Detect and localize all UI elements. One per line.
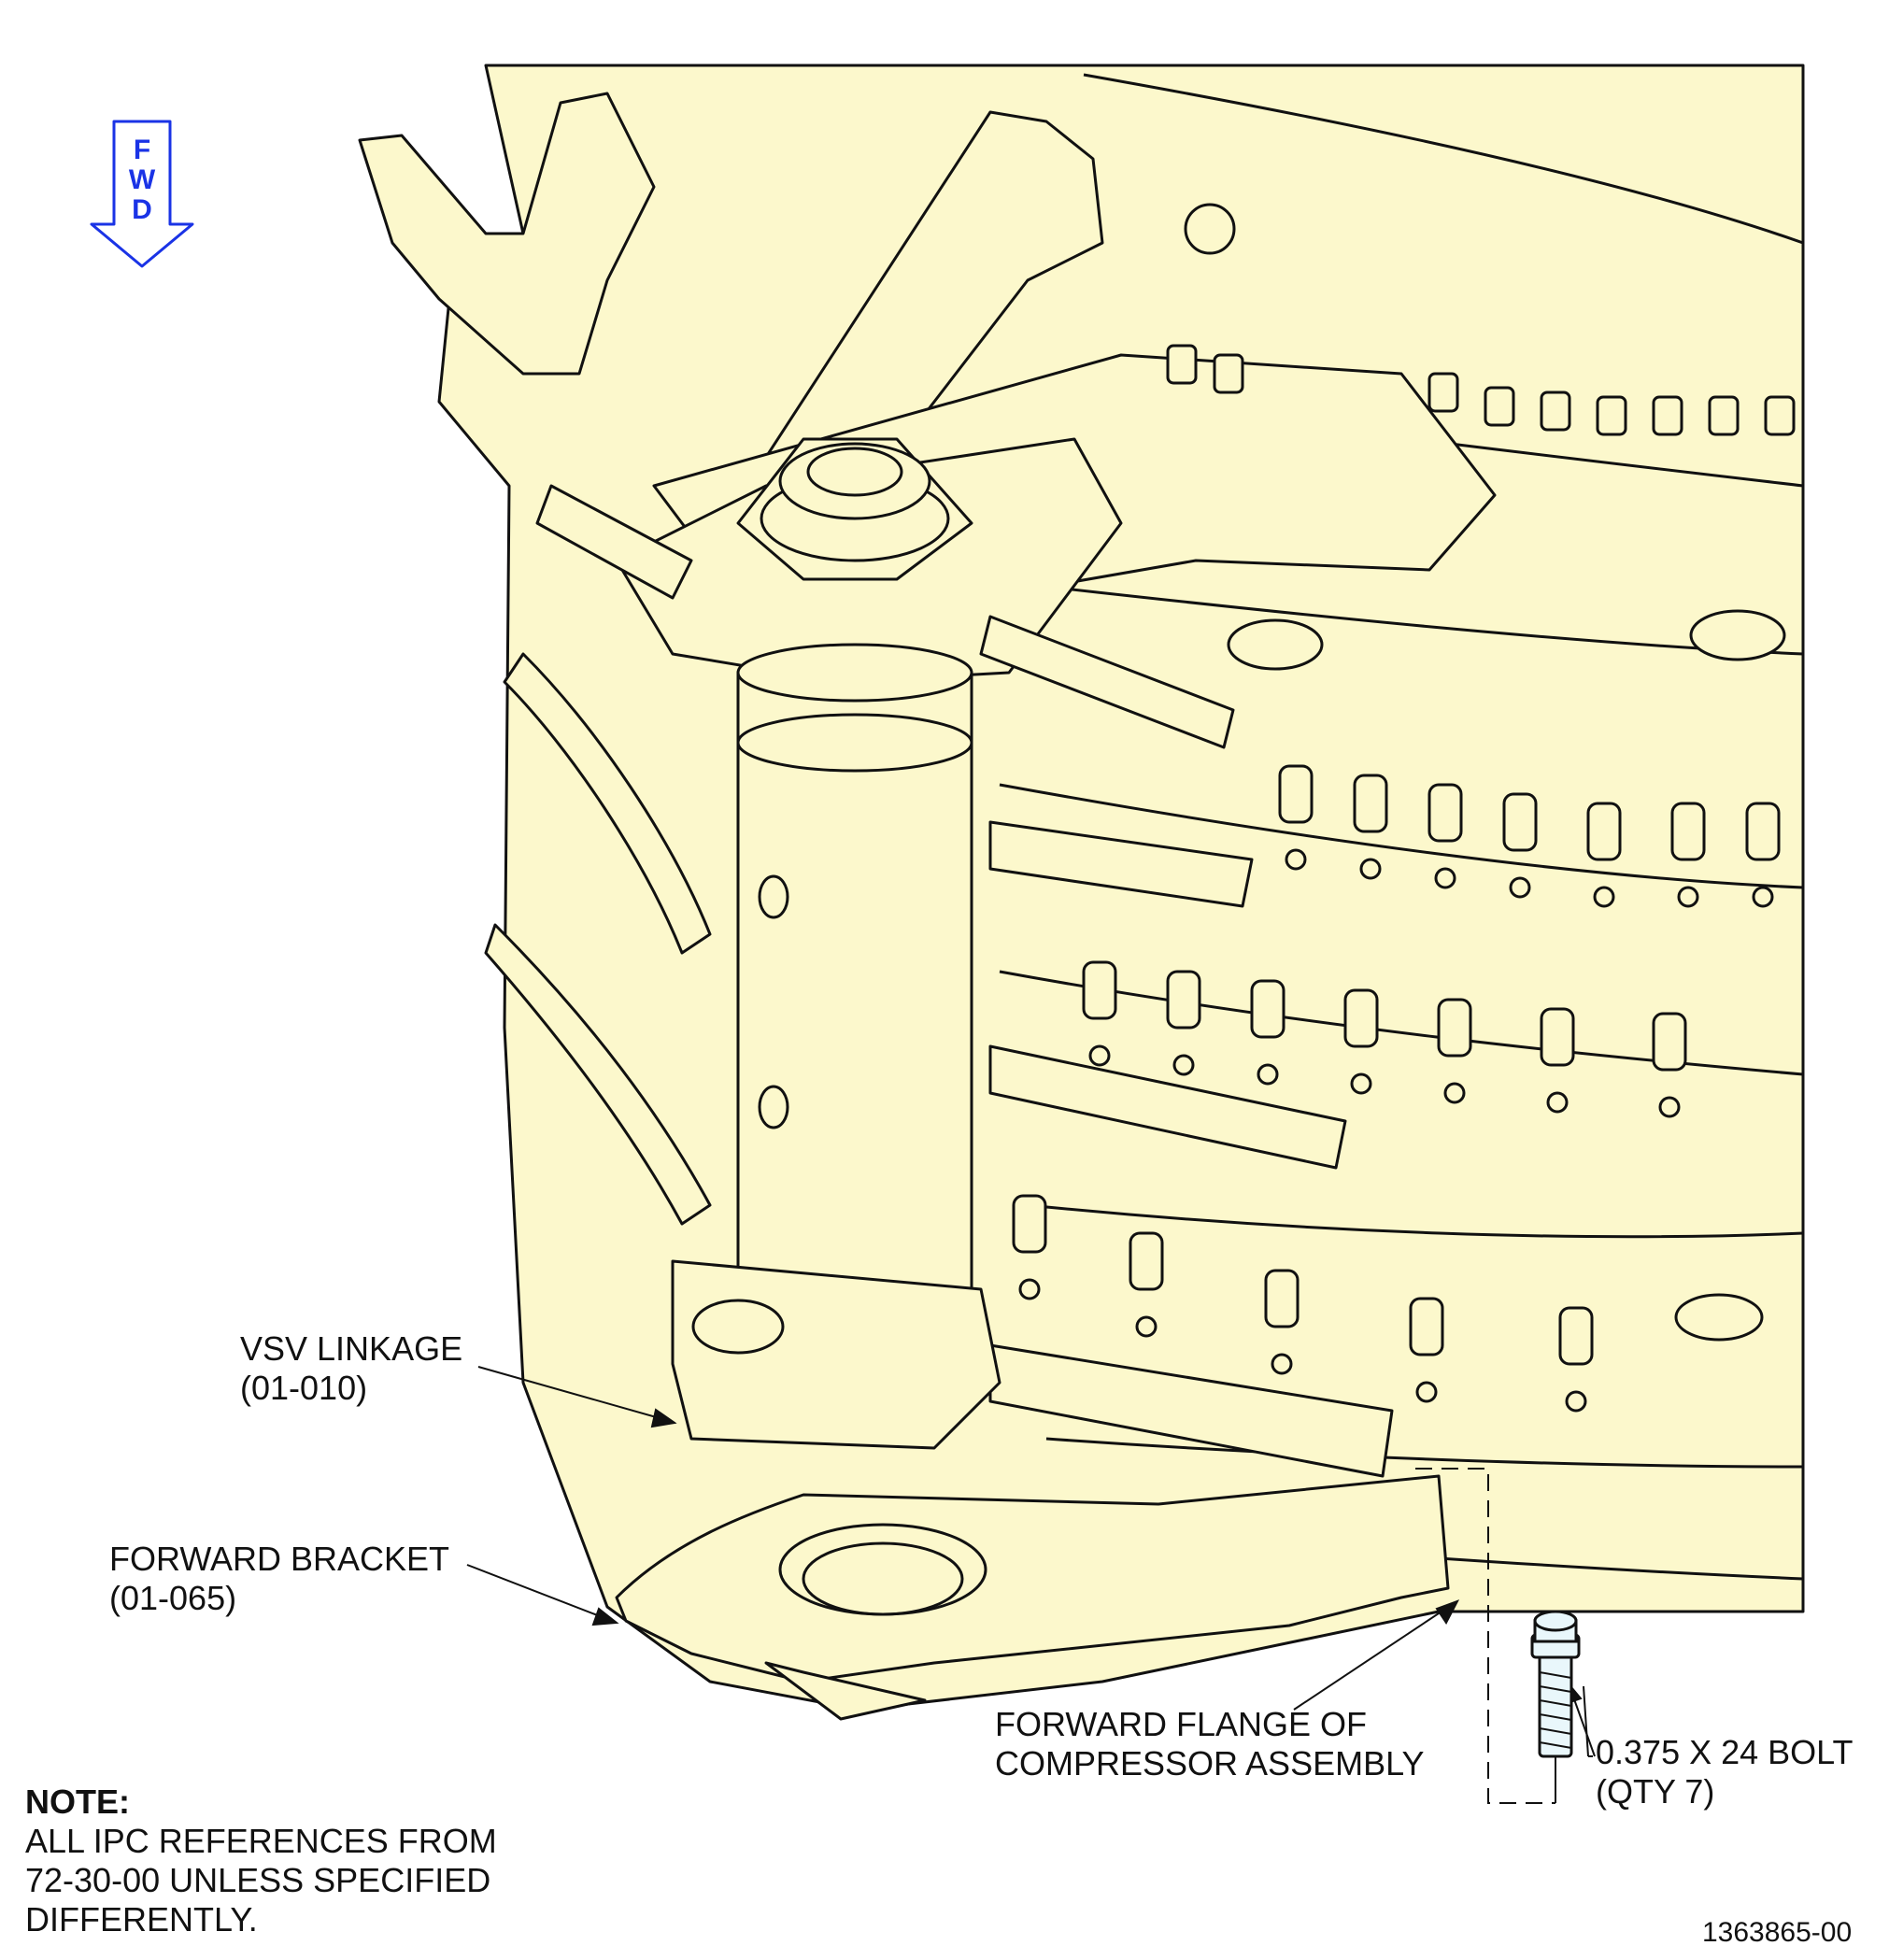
bracket-bore (778, 1523, 987, 1616)
forward-bracket-leader (466, 1564, 613, 1622)
rail-3 (484, 923, 712, 1226)
vsv-linkage-ref: (01-010) (240, 1369, 368, 1407)
upper-crank-arm (358, 92, 656, 376)
rail-4 (979, 615, 1235, 749)
note-block: NOTE: ALL IPC REFERENCES FROM 72-30-00 U… (25, 1782, 497, 1939)
vane-levers (1012, 764, 1781, 1413)
fwd-letter-w: W (129, 164, 156, 195)
bolt-label: 0.375 X 24 BOLT (QTY 7) (1596, 1733, 1853, 1811)
forward-bracket-name: FORWARD BRACKET (109, 1540, 450, 1578)
case-boss-2 (1689, 609, 1786, 661)
case-boss-4 (1674, 1293, 1764, 1342)
ring-arc-4 (999, 783, 1804, 889)
note-line-2: 72-30-00 UNLESS SPECIFIED (25, 1861, 491, 1899)
vsv-shaft (736, 671, 973, 1366)
bolt-qty: (QTY 7) (1596, 1772, 1715, 1811)
fwd-arrow-icon: F W D (90, 120, 194, 268)
note-title: NOTE: (25, 1782, 130, 1821)
forward-flange-line1: FORWARD FLANGE OF (995, 1705, 1368, 1743)
fwd-letter-f: F (134, 135, 150, 165)
rail-2 (503, 652, 712, 955)
drawing-number: 1363865-00 (1702, 1917, 1853, 1948)
forward-flange-leader (1293, 1603, 1454, 1711)
forward-flange-label: FORWARD FLANGE OF COMPRESSOR ASSEMBLY (995, 1705, 1424, 1783)
ring-arc-5 (999, 970, 1804, 1076)
vsv-linkage-label: VSV LINKAGE (01-010) (240, 1329, 462, 1408)
note-line-1: ALL IPC REFERENCES FROM (25, 1822, 497, 1860)
bolt-leader (1583, 1685, 1589, 1757)
vsv-linkage-name: VSV LINKAGE (240, 1329, 463, 1368)
ring-arc-7 (1045, 1437, 1804, 1469)
bracket-lower (764, 1661, 927, 1721)
bolt-icon (1530, 1610, 1581, 1758)
forward-bracket-ref: (01-065) (109, 1579, 237, 1617)
forward-bracket (615, 1474, 1450, 1683)
ring-arc-6 (1027, 1203, 1804, 1239)
lower-crank (671, 1259, 1001, 1450)
top-nut-row (1166, 344, 1796, 436)
bolt-spec: 0.375 X 24 BOLT (1596, 1733, 1853, 1771)
note-line-3: DIFFERENTLY. (25, 1900, 258, 1939)
bolt-path-dashed (1415, 1468, 1555, 1804)
ring-arc-1 (1083, 73, 1804, 245)
case-boss-1 (1227, 618, 1324, 671)
rail-1 (535, 484, 693, 600)
vsv-shaft-top (736, 643, 973, 703)
rail-6 (988, 1044, 1347, 1170)
shaft-hole-2 (758, 1085, 789, 1129)
fwd-letter-d: D (132, 194, 152, 225)
vsv-linkage-leader (477, 1366, 674, 1423)
forward-flange-line2: COMPRESSOR ASSEMBLY (995, 1744, 1425, 1782)
shaft-hole-1 (758, 874, 789, 919)
forward-bracket-label: FORWARD BRACKET (01-065) (109, 1540, 449, 1618)
rail-5 (988, 820, 1254, 908)
case-boss-3 (1184, 203, 1236, 255)
